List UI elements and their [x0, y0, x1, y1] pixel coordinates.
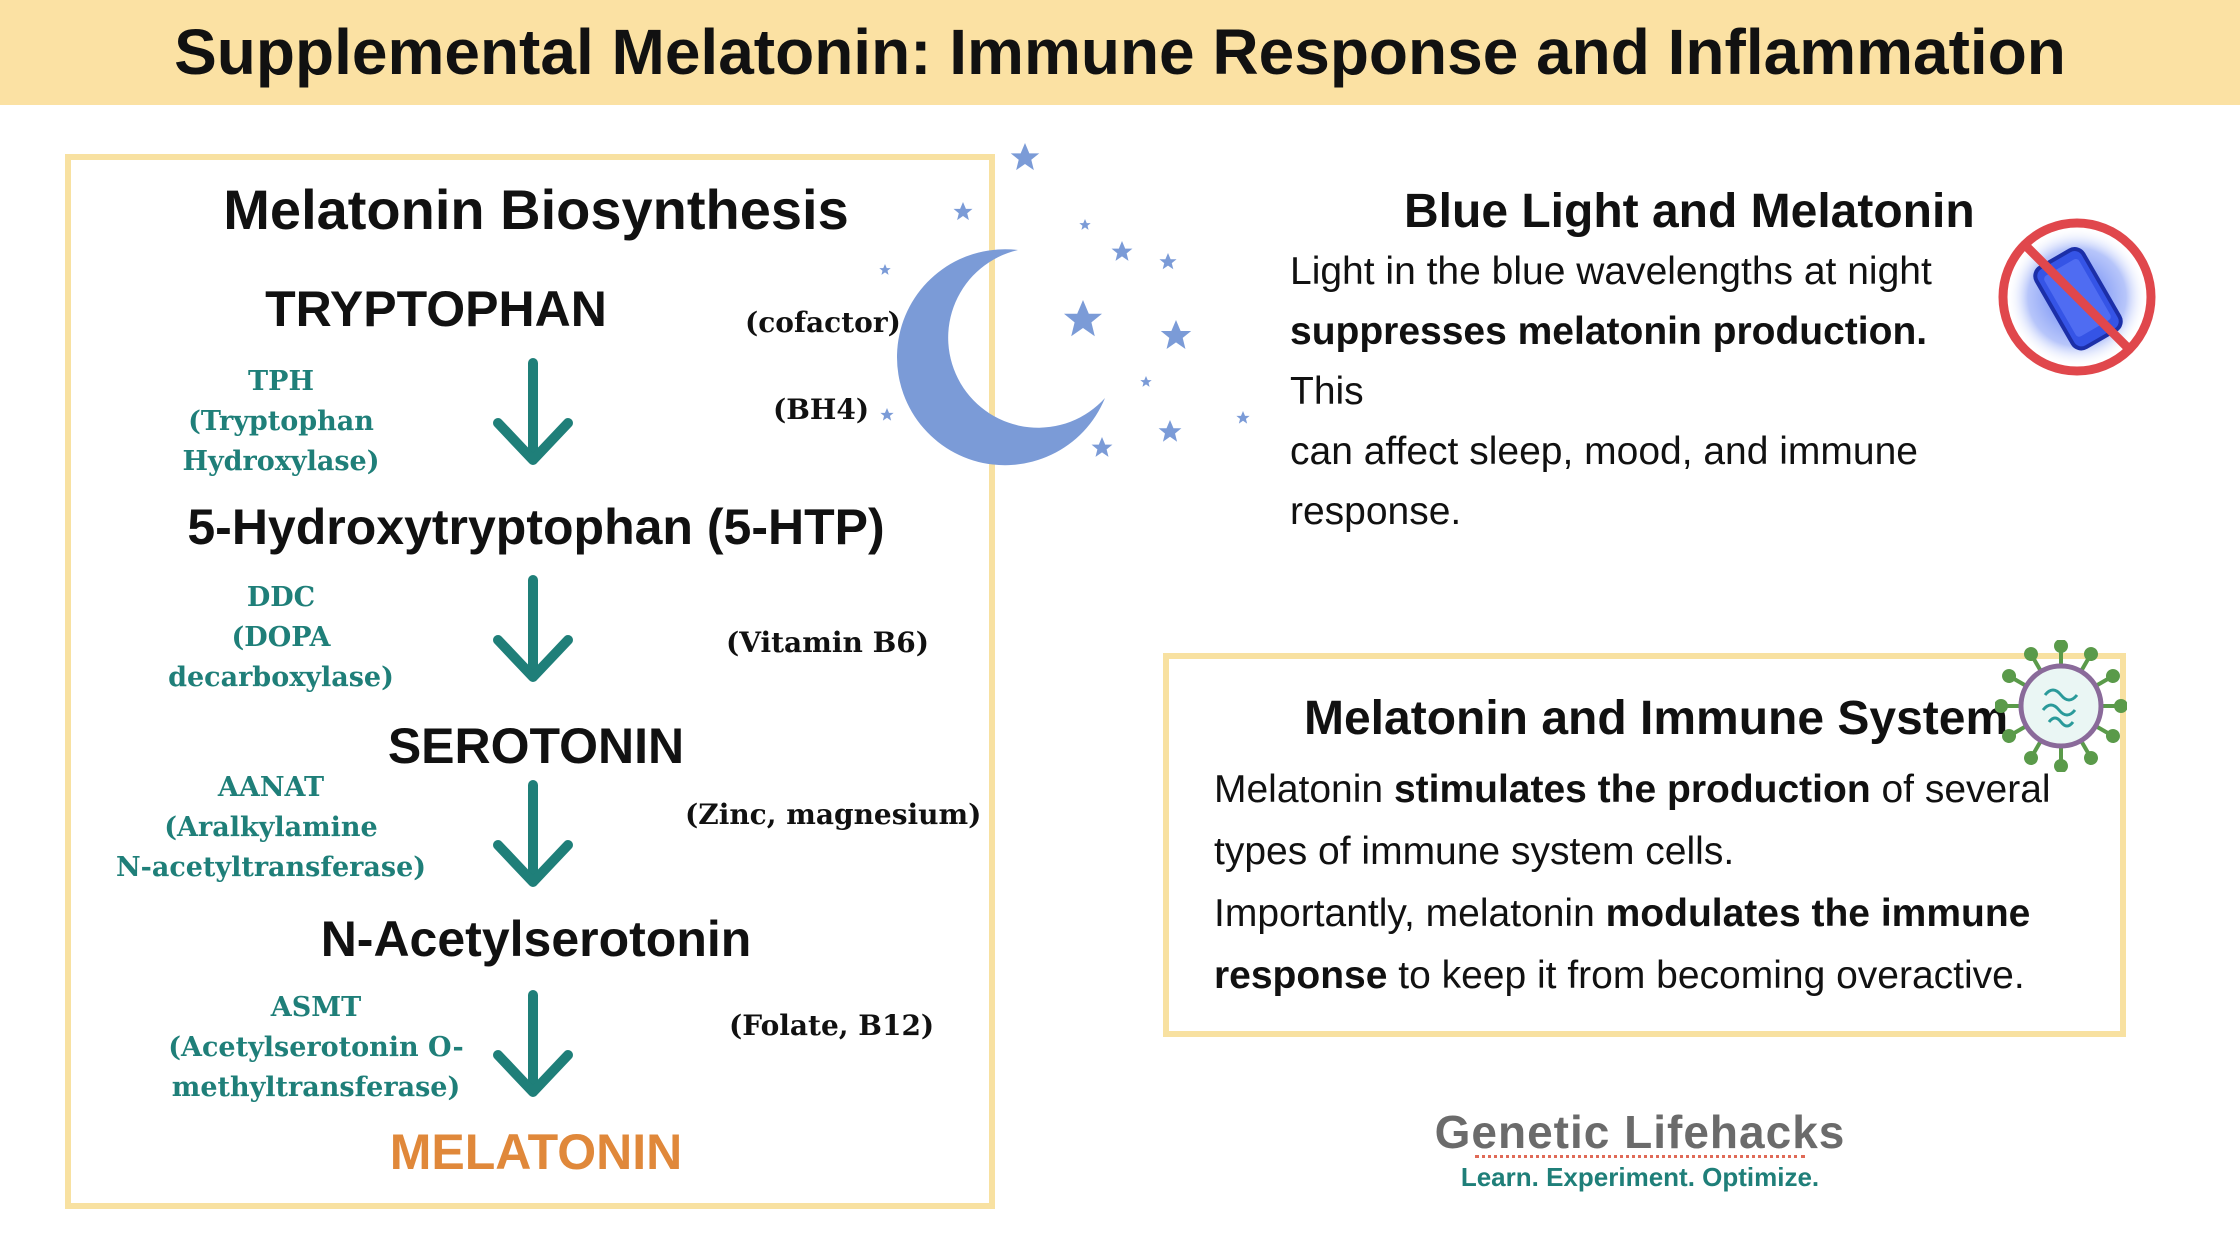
blue-light-line-4: response. — [1290, 490, 1462, 533]
cofactor-bh4: (BH4) — [773, 393, 870, 426]
enzyme-ddc: DDC (DOPA decarboxylase) — [111, 578, 451, 698]
down-arrow-icon — [493, 780, 573, 887]
enzyme-asmt: ASMT (Acetylserotonin O- methyltransfera… — [126, 988, 506, 1108]
moon-icon — [896, 249, 1105, 466]
enzyme-ddc-name-1: (DOPA — [231, 622, 331, 653]
immune-title: Melatonin and Immune System — [1304, 692, 2009, 745]
molecule-n-acetylserotonin: N-Acetylserotonin — [320, 911, 752, 967]
immune-line-1a: Melatonin — [1214, 768, 1394, 811]
biosynthesis-panel: Melatonin Biosynthesis TRYPTOPHAN 5-Hydr… — [65, 154, 995, 1209]
down-arrow-icon — [493, 575, 573, 682]
blue-light-bold: suppresses melatonin production. — [1290, 310, 1928, 353]
immune-line-2: types of immune system cells. — [1214, 830, 1735, 873]
molecule-tryptophan: TRYPTOPHAN — [265, 281, 607, 337]
immune-panel: Melatonin and Immune System Melatonin st… — [1163, 653, 2126, 1037]
cofactor-label: (cofactor) — [745, 306, 901, 339]
blue-light-line-2: This — [1290, 370, 1364, 413]
page-title: Supplemental Melatonin: Immune Response … — [174, 16, 2066, 88]
molecule-serotonin: SEROTONIN — [387, 718, 685, 774]
immune-line-1b: stimulates the production — [1393, 768, 1871, 811]
enzyme-tph-name-2: Hydroxylase) — [182, 446, 380, 477]
immune-line-4b: to keep it from becoming overactive. — [1387, 954, 2025, 997]
immune-line-3b: modulates the immune — [1605, 892, 2031, 935]
down-arrow-icon — [493, 358, 573, 465]
cofactor-zinc-magnesium: (Zinc, magnesium) — [685, 798, 982, 831]
brand-name: Genetic Lifehacks — [1434, 1106, 1846, 1158]
blue-light-line-1: Light in the blue wavelengths at night — [1290, 250, 1932, 293]
enzyme-tph-abbr: TPH — [248, 366, 314, 397]
enzyme-asmt-abbr: ASMT — [270, 992, 362, 1023]
enzyme-aanat-name-2: N-acetyltransferase) — [115, 852, 427, 883]
blue-light-title: Blue Light and Melatonin — [1404, 185, 1975, 238]
cofactor-vitamin-b6: (Vitamin B6) — [726, 626, 929, 659]
molecule-melatonin: MELATONIN — [389, 1124, 683, 1180]
cofactor-folate-b12: (Folate, B12) — [729, 1009, 935, 1042]
blue-light-text: Light in the blue wavelengths at night s… — [1290, 242, 2010, 542]
down-arrow-icon — [493, 990, 573, 1097]
virus-icon — [1995, 640, 2127, 772]
enzyme-ddc-name-2: decarboxylase) — [168, 662, 394, 693]
brand-divider — [1475, 1155, 1805, 1158]
molecule-5-htp: 5-Hydroxytryptophan (5-HTP) — [187, 499, 885, 555]
enzyme-aanat: AANAT (Aralkylamine N-acetyltransferase) — [91, 768, 451, 888]
immune-line-1c: of several — [1870, 768, 2051, 811]
enzyme-asmt-name-1: (Acetylserotonin O- — [168, 1032, 464, 1063]
enzyme-ddc-abbr: DDC — [246, 582, 316, 613]
immune-line-3a: Importantly, melatonin — [1214, 892, 1606, 935]
enzyme-tph-name-1: (Tryptophan — [188, 406, 374, 437]
title-banner: Supplemental Melatonin: Immune Response … — [0, 0, 2240, 105]
enzyme-aanat-name-1: (Aralkylamine — [164, 812, 378, 843]
blue-light-line-3: can affect sleep, mood, and immune — [1290, 430, 1918, 473]
immune-text: Melatonin stimulates the production of s… — [1214, 759, 2104, 1007]
immune-line-4a: response — [1214, 954, 1388, 997]
brand-logo: Genetic Lifehacks Learn. Experiment. Opt… — [1360, 1105, 1920, 1194]
enzyme-tph: TPH (Tryptophan Hydroxylase) — [111, 362, 451, 482]
moon-stars-illustration — [879, 143, 1250, 466]
biosynthesis-title: Melatonin Biosynthesis — [223, 178, 849, 241]
enzyme-aanat-abbr: AANAT — [217, 772, 325, 803]
no-phone-icon — [1998, 218, 2156, 376]
enzyme-asmt-name-2: methyltransferase) — [171, 1072, 461, 1103]
brand-tagline: Learn. Experiment. Optimize. — [1460, 1162, 1820, 1192]
